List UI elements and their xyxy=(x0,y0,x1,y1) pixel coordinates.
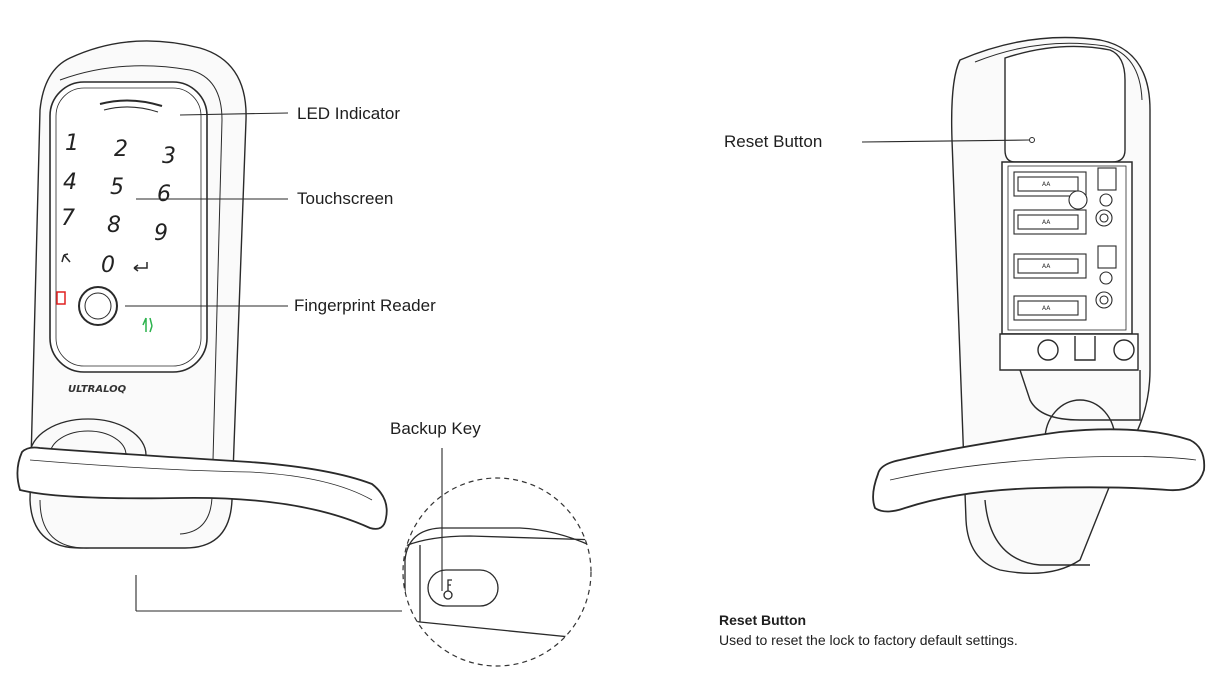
unlock-icon-green xyxy=(142,317,153,333)
note-body: Used to reset the lock to factory defaul… xyxy=(719,632,1018,648)
key-7: 7 xyxy=(61,206,75,231)
battery-1 xyxy=(1013,171,1087,197)
key-4: 4 xyxy=(63,170,77,195)
note-title: Reset Button xyxy=(719,612,807,628)
key-5: 5 xyxy=(110,175,124,200)
key-6: 6 xyxy=(157,182,171,207)
callout-fingerprint-reader: Fingerprint Reader xyxy=(294,296,436,315)
battery-label-2: AA xyxy=(1042,219,1051,226)
key-9: 9 xyxy=(154,221,168,246)
battery-2 xyxy=(1013,209,1087,235)
battery-label-3: AA xyxy=(1042,263,1051,270)
battery-contacts xyxy=(1068,167,1117,309)
key-1: 1 xyxy=(65,131,79,156)
battery-label-1: AA xyxy=(1042,181,1051,188)
brand-logo: ULTRALOQ xyxy=(68,384,127,395)
reset-button-dot xyxy=(1029,137,1035,143)
front-lock xyxy=(16,40,388,549)
backup-key-detail-circle xyxy=(402,477,592,667)
callout-reset-button: Reset Button xyxy=(724,132,823,151)
backup-key-detail xyxy=(404,527,591,641)
battery-4 xyxy=(1013,295,1087,321)
lock-icon-red xyxy=(56,291,66,305)
battery-3 xyxy=(1013,253,1087,279)
battery-label-4: AA xyxy=(1042,305,1051,312)
key-8: 8 xyxy=(107,213,121,238)
key-icon xyxy=(443,579,453,600)
leader-lines xyxy=(125,112,1030,612)
key-0: 0 xyxy=(101,253,115,278)
callout-backup-key: Backup Key xyxy=(390,419,481,438)
key-2: 2 xyxy=(114,137,128,162)
key-3: 3 xyxy=(162,144,176,169)
callout-led-indicator: LED Indicator xyxy=(297,104,400,123)
callout-touchscreen: Touchscreen xyxy=(297,189,394,208)
